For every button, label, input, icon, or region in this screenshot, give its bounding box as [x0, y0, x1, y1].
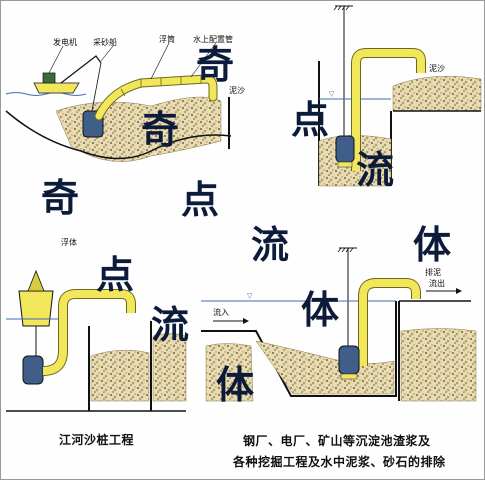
basin-sediment [255, 340, 395, 395]
riverbed-sand [55, 96, 222, 162]
generator [42, 72, 56, 84]
sand-dredger-boat [33, 82, 80, 94]
label-float: 浮筒 [159, 35, 175, 44]
panel-top-left [5, 42, 232, 162]
watermark-char: 流 [356, 148, 395, 192]
submersible-pump-right [335, 135, 355, 163]
caption-line-1: 钢厂、电厂、矿山等沉淀池渣浆及 [243, 434, 431, 448]
label-float-body: 浮体 [61, 238, 77, 247]
label-mud-sand-right: 泥沙 [429, 64, 445, 73]
label-outflow: 流出 [429, 279, 445, 288]
label-mud-sand-left: 泥沙 [229, 86, 245, 95]
watermark-char: 流 [151, 303, 190, 347]
label-floating-pipe: 水上配置管 [193, 35, 233, 44]
caption-river-sand-pile: 江河沙桩工程 [59, 433, 135, 447]
watermark-char: 点 [291, 98, 330, 142]
caption-line-2: 各种挖掘工程及水中泥浆、砂石的排除 [233, 455, 446, 469]
panel-bottom-left [6, 269, 187, 412]
submersible-pump-left [22, 355, 44, 385]
label-generator: 发电机 [53, 38, 77, 47]
svg-text:▽: ▽ [329, 90, 335, 98]
label-inflow: 流入 [213, 308, 229, 317]
panel-bottom-right: ▽ [201, 247, 477, 402]
label-outflow-top: 排泥 [425, 268, 441, 277]
watermark-char: 奇 [41, 176, 80, 220]
svg-text:▽: ▽ [247, 292, 253, 300]
watermark-char: 体 [216, 363, 255, 407]
submersible-pump-basin [338, 345, 360, 375]
watermark-char: 点 [96, 253, 135, 297]
watermark-char: 奇 [196, 43, 235, 87]
float-buoy [18, 290, 54, 327]
watermark-char: 流 [251, 223, 290, 267]
watermark-char: 体 [413, 223, 452, 267]
watermark-char: 奇 [141, 108, 180, 152]
panel-top-right: ▽ [318, 5, 482, 187]
watermark-char: 体 [301, 288, 340, 332]
label-sand-dredger: 采砂船 [93, 38, 117, 47]
watermark-char: 点 [181, 178, 220, 222]
